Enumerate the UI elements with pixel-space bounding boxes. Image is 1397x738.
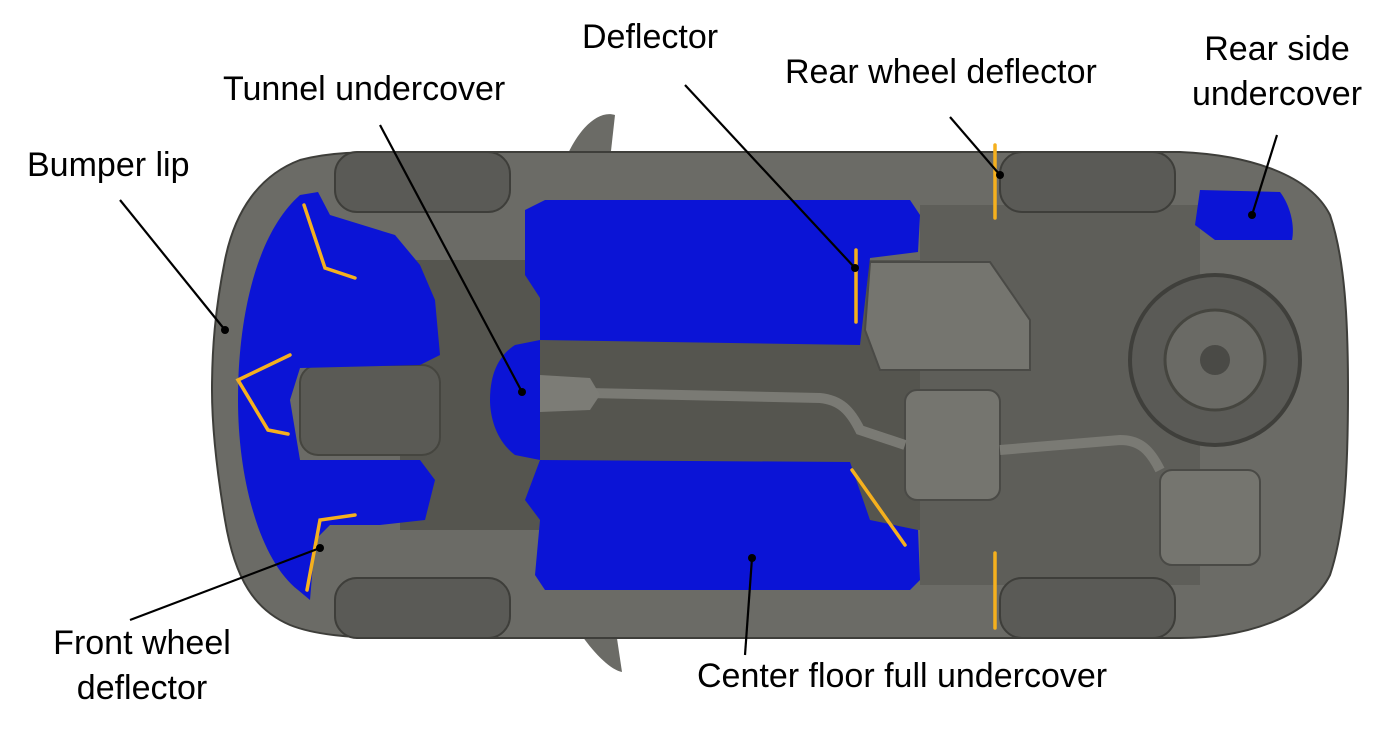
spare-tire-hub [1200, 345, 1230, 375]
leader-dots [221, 171, 1256, 562]
deflectors [235, 143, 997, 630]
engine-area [299, 364, 441, 456]
fuel-tank [863, 261, 1031, 371]
catalytic-converter [540, 375, 600, 412]
label-deflector: Deflector [582, 18, 718, 56]
tunnel-undercover-panel [490, 340, 540, 460]
front-undercover-top [238, 192, 440, 600]
label-front-wheel-deflector-2: deflector [77, 669, 207, 707]
label-rear-wheel-deflector: Rear wheel deflector [785, 53, 1097, 91]
bumper-deflector [235, 353, 292, 436]
muffler [904, 389, 1001, 501]
front-upper-wheel-deflector [302, 203, 357, 280]
label-bumper-lip: Bumper lip [27, 146, 190, 184]
exhaust-pipe [539, 387, 1165, 473]
rear-tank [1159, 469, 1261, 566]
front-left-tire [334, 151, 511, 213]
label-rear-side-undercover-2: undercover [1192, 75, 1362, 113]
rear-left-tire [999, 151, 1176, 213]
label-front-wheel-deflector-1: Front wheel [53, 624, 231, 662]
label-rear-side-undercover-1: Rear side [1204, 30, 1350, 68]
leader-lines [119, 84, 1279, 656]
rear-right-tire [999, 577, 1176, 639]
center-floor-undercover-top [525, 200, 920, 345]
label-tunnel-undercover: Tunnel undercover [223, 70, 505, 108]
front-lower-wheel-deflector [305, 513, 357, 592]
label-center-floor-full-undercover: Center floor full undercover [697, 657, 1107, 695]
front-right-tire [334, 577, 511, 639]
center-deflector-bottom [850, 468, 907, 547]
left-mirror [565, 114, 615, 160]
center-floor-undercover-bottom [525, 460, 920, 590]
rear-side-undercover-panel [1195, 190, 1293, 240]
